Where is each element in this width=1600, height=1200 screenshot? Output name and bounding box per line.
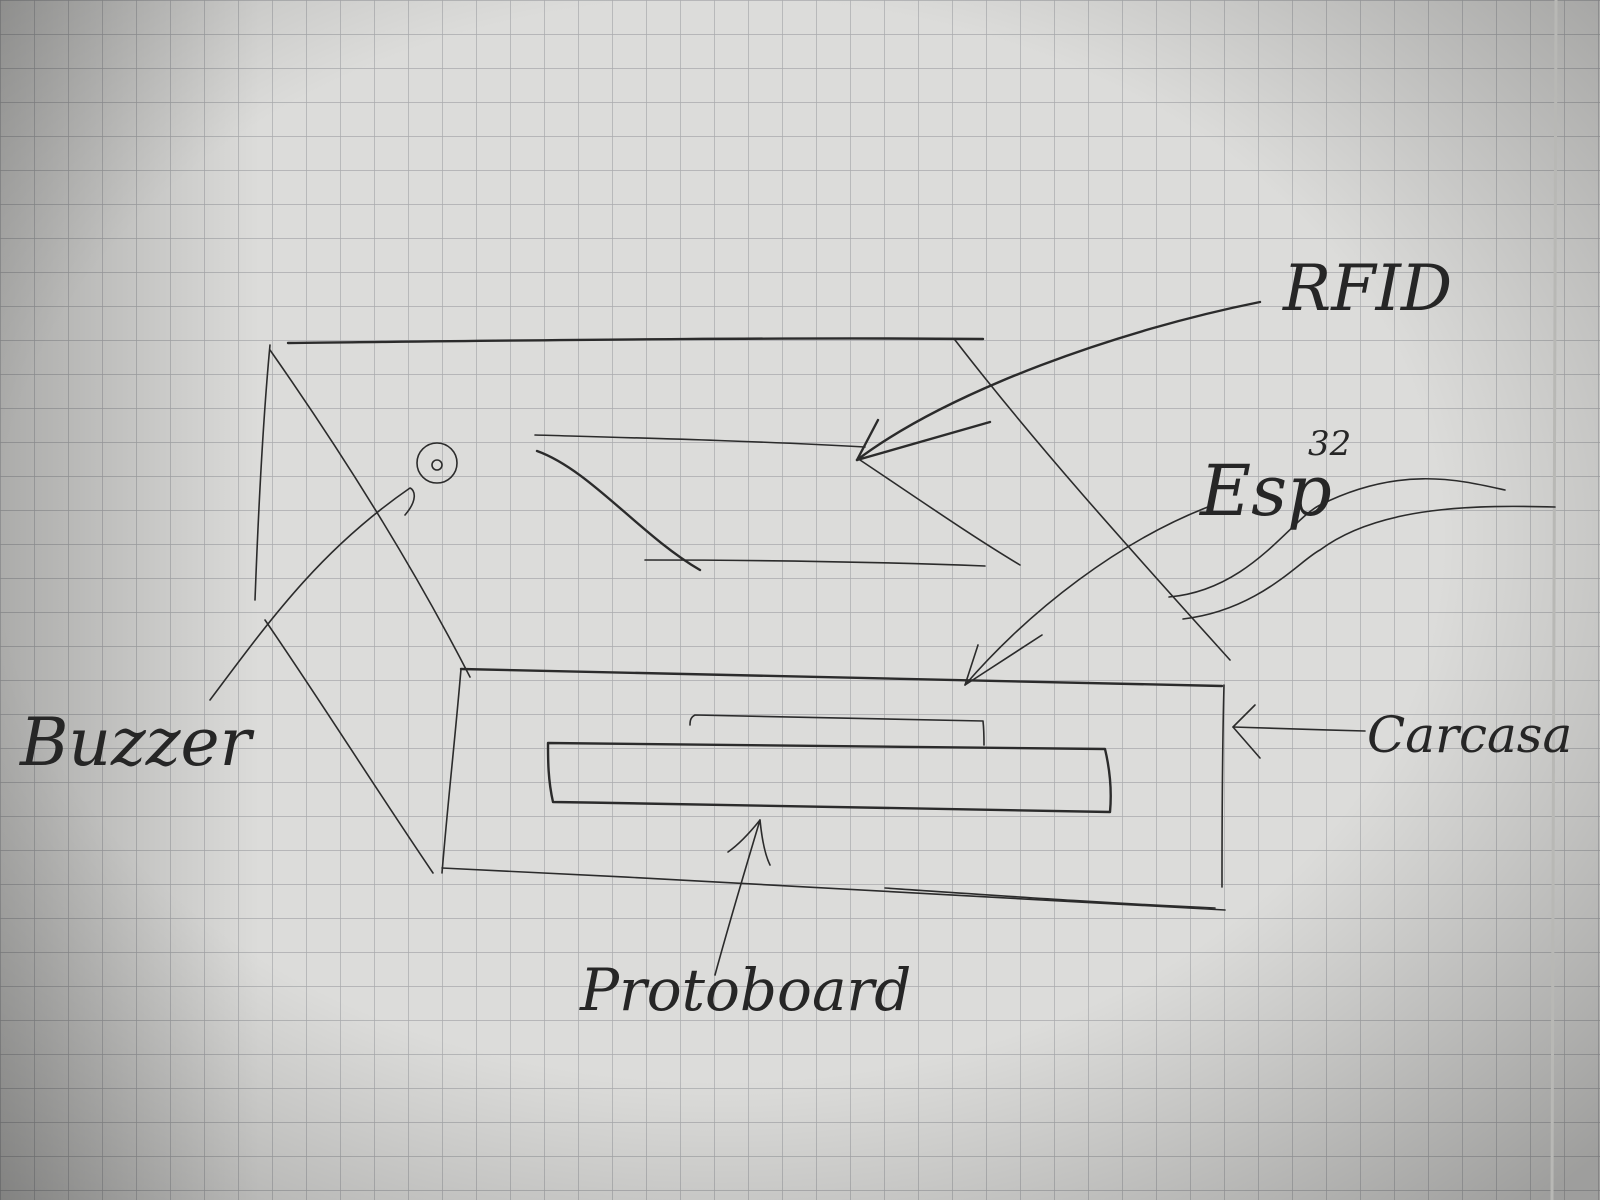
buzzer-outer-circle: [416, 442, 458, 484]
buzzer-sketch: [416, 442, 458, 484]
esp-arrow-line: [964, 504, 1214, 686]
buzzer-inner-circle: [431, 459, 443, 471]
rfid-left-edge: [535, 449, 702, 572]
cable-bottom-line: [1182, 505, 1556, 620]
enclosure-left-diagonal: [269, 349, 471, 678]
rfid-label: RFID: [1282, 252, 1452, 326]
esp-arrow-head: [964, 634, 1043, 686]
enclosure-lower-left-diagonal: [264, 619, 434, 874]
protoboard-arrow-head: [727, 819, 761, 853]
annotation-arrows: [209, 300, 1556, 976]
enclosure-back-left-edge: [254, 344, 271, 601]
rfid-arrow-line: [855, 300, 1262, 462]
paper-edge: [1550, 0, 1558, 1200]
front-panel-bottom-extension: [884, 887, 1216, 909]
esp-superscript-label: 32: [1308, 424, 1351, 464]
protoboard-label: Protoboard: [579, 956, 911, 1024]
esp32-board-outline: [689, 714, 985, 746]
rfid-module-sketch: [534, 434, 1021, 572]
front-panel-bottom-edge: [441, 867, 1226, 911]
protoboard-sketch: [546, 714, 1112, 814]
front-panel-left-edge: [441, 668, 462, 874]
enclosure-top-edge: [286, 337, 985, 345]
rfid-top-edge: [534, 434, 866, 448]
front-panel-top-edge: [459, 667, 1224, 688]
buzzer-arrow-line: [209, 487, 416, 701]
carcasa-arrow-line: [1232, 726, 1366, 732]
enclosure-right-diagonal: [954, 339, 1231, 661]
rfid-right-edge: [859, 459, 1021, 566]
carcasa-arrow-head: [1232, 704, 1261, 759]
rfid-bottom-edge: [644, 559, 986, 567]
protoboard-outline: [546, 741, 1112, 814]
enclosure-sketch: [254, 337, 1231, 911]
front-panel-right-edge: [1221, 684, 1225, 888]
protoboard-arrow-line: [714, 819, 771, 976]
rfid-arrow-head: [855, 418, 992, 462]
buzzer-label: Buzzer: [19, 704, 255, 781]
cable-top-line: [1168, 478, 1506, 598]
esp-label: Esp: [1198, 450, 1332, 532]
carcasa-label: Carcasa: [1367, 706, 1572, 764]
